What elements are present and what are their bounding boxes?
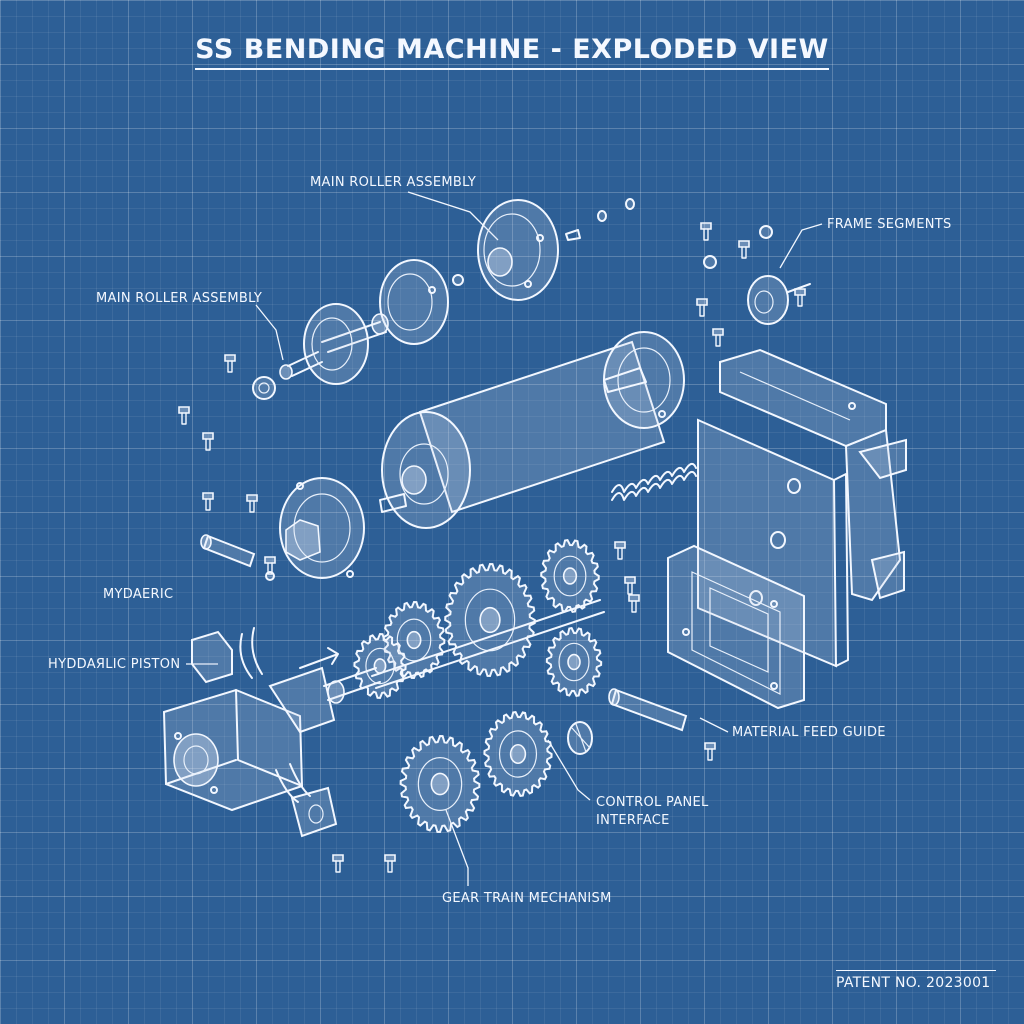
gear-train [353,538,605,834]
callout-frame-segments: FRAME SEGMENTS [827,217,952,232]
gear-7 [483,711,553,797]
leader-control-panel [547,739,591,801]
callout-hydraulic-piston: HYDDAЯLIC PISTON [48,657,181,672]
roller-flange-disk-left [303,303,369,385]
material-feed-rod [567,688,688,755]
bolt-12 [628,594,640,613]
bolt-14 [332,854,344,873]
bolt-3 [202,432,214,451]
callout-control-panel-interface: CONTROL PANEL INTERFACE [596,795,709,828]
main-roller-assembly-upper [252,198,635,400]
bolt-7 [738,240,750,259]
gear-hub [553,555,587,597]
motor-face [173,733,219,787]
bolt-15 [384,854,396,873]
frame-bearing [747,275,789,325]
compression-spring [611,462,697,501]
bolt-8 [696,298,708,317]
bolt-17 [264,556,276,575]
main-roller-cylinder [379,331,685,529]
patent-number: PATENT NO. 2023001 [836,975,991,991]
roller-flange-disk-middle [379,259,449,345]
gear-bore [567,653,581,671]
washer-left [252,376,276,400]
hydraulic-motor [162,627,381,838]
gear-bore [373,658,387,674]
bolt-11 [624,576,636,595]
gear-hub [498,730,538,778]
gear-hub [417,756,463,811]
gear-hub [396,618,432,662]
bolt-9 [712,328,724,347]
fasteners [178,222,806,873]
frame-segments [667,225,907,710]
leader-main-roller-left [255,304,284,361]
hydraulic-valve-box [191,630,233,684]
roller-flange-disk-top [477,199,559,301]
gear-2 [540,538,600,614]
lower-roller-flange [200,477,365,581]
patent-rule [836,970,996,971]
locating-pin [202,534,256,568]
callout-main-roller-assembly-left: MAIN ROLLER ASSEMBLY [96,291,263,306]
drawing-title: SS BENDING MACHINE - EXPLODED VIEW [0,34,1024,70]
bolt-1 [224,354,236,373]
bolt-16 [614,541,626,560]
callout-main-roller-assembly-top: MAIN ROLLER ASSEMBLY [310,175,477,190]
gear-hub [558,642,590,682]
bolt-13 [704,742,716,761]
gear-hub [365,647,395,685]
callout-material-feed-guide: MATERIAL FEED GUIDE [732,725,886,740]
leader-gear-train [445,809,469,886]
callout-mydaeric: MYDAERIC [103,587,174,602]
gear-shaft [371,599,605,689]
bolt-6 [700,222,712,241]
gear-bore [509,743,527,765]
gear-1 [444,562,536,678]
bolt-5 [246,494,258,513]
leader-material-feed-guide [699,717,729,733]
gear-bore [430,772,450,796]
callout-gear-train-mechanism: GEAR TRAIN MECHANISM [442,891,612,906]
gear-3 [545,626,603,698]
leader-frame-segments [779,223,823,269]
cylinder-end-cap-right [603,331,685,429]
needle-bearing [567,721,593,755]
frame-lower-bracket [667,544,805,710]
cylinder-end-face-left [381,411,471,529]
bolt-10 [794,288,806,307]
bolt-4 [202,492,214,511]
gear-bore [406,630,422,650]
bolt-2 [178,406,190,425]
gear-bore [479,606,501,634]
gear-6 [399,734,481,834]
gear-bore [562,567,578,585]
